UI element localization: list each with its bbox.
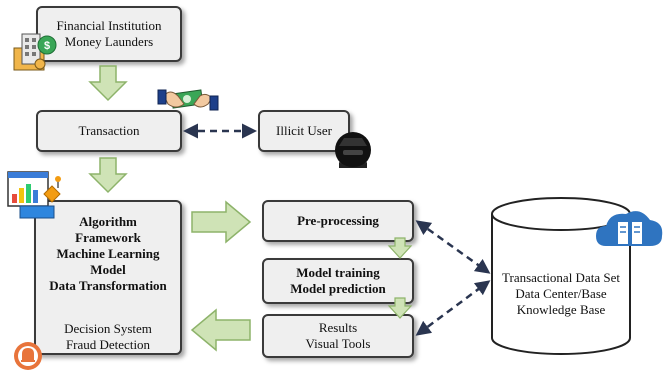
alarm-bell-icon (14, 342, 42, 370)
algorithm-line: Algorithm (79, 214, 137, 229)
preprocessing-label: Pre-processing (297, 213, 379, 228)
left-arrow (190, 308, 251, 352)
machine-learning-line: Machine Learning (56, 246, 160, 261)
hacker-icon (335, 132, 371, 168)
preprocessing-box: Pre-processing (262, 200, 414, 242)
database-label: Transactional Data Set Data Center/Base … (490, 270, 632, 318)
small-down-arrow-2 (387, 297, 413, 319)
visual-tools-label: Visual Tools (305, 336, 371, 351)
small-down-arrow-1 (387, 237, 413, 259)
data-transformation-line: Data Transformation (49, 278, 167, 293)
database-cylinder (491, 197, 631, 355)
illicit-user-box: Illicit User (258, 110, 350, 152)
right-arrow (191, 200, 252, 244)
results-label: Results (318, 320, 358, 335)
bank-building-icon: $ (13, 33, 57, 71)
model-training-label: Model training (296, 265, 380, 280)
algorithm-box: Algorithm Framework Machine Learning Mod… (34, 200, 182, 355)
knowledge-base-line: Knowledge Base (516, 302, 606, 317)
dashed-arrow-results-db (415, 280, 491, 336)
dashboard-chart-icon (7, 171, 61, 219)
server-cloud-icon (596, 211, 663, 246)
framework-line: Framework (75, 230, 141, 245)
financial-institution-box: Financial Institution Money Launders (36, 6, 182, 62)
financial-line2: Money Launders (64, 34, 154, 49)
svg-text:$: $ (44, 40, 50, 52)
model-box: Model training Model prediction (262, 258, 414, 304)
transactional-data-set-line: Transactional Data Set (502, 270, 620, 285)
down-arrow-1 (88, 65, 128, 102)
model-prediction-label: Model prediction (290, 281, 386, 296)
results-box: Results Visual Tools (262, 314, 414, 358)
financial-line1: Financial Institution (56, 18, 162, 33)
model-line: Model (90, 262, 126, 277)
decision-system-line: Decision System (64, 321, 152, 336)
transaction-box: Transaction (36, 110, 182, 152)
data-center-line: Data Center/Base (515, 286, 607, 301)
illicit-user-label: Illicit User (276, 123, 332, 138)
transaction-label: Transaction (78, 123, 140, 138)
dashed-arrow-pre-db (415, 220, 491, 274)
down-arrow-2 (88, 157, 128, 194)
money-hand-icon (157, 89, 219, 111)
fraud-detection-line: Fraud Detection (65, 337, 151, 352)
